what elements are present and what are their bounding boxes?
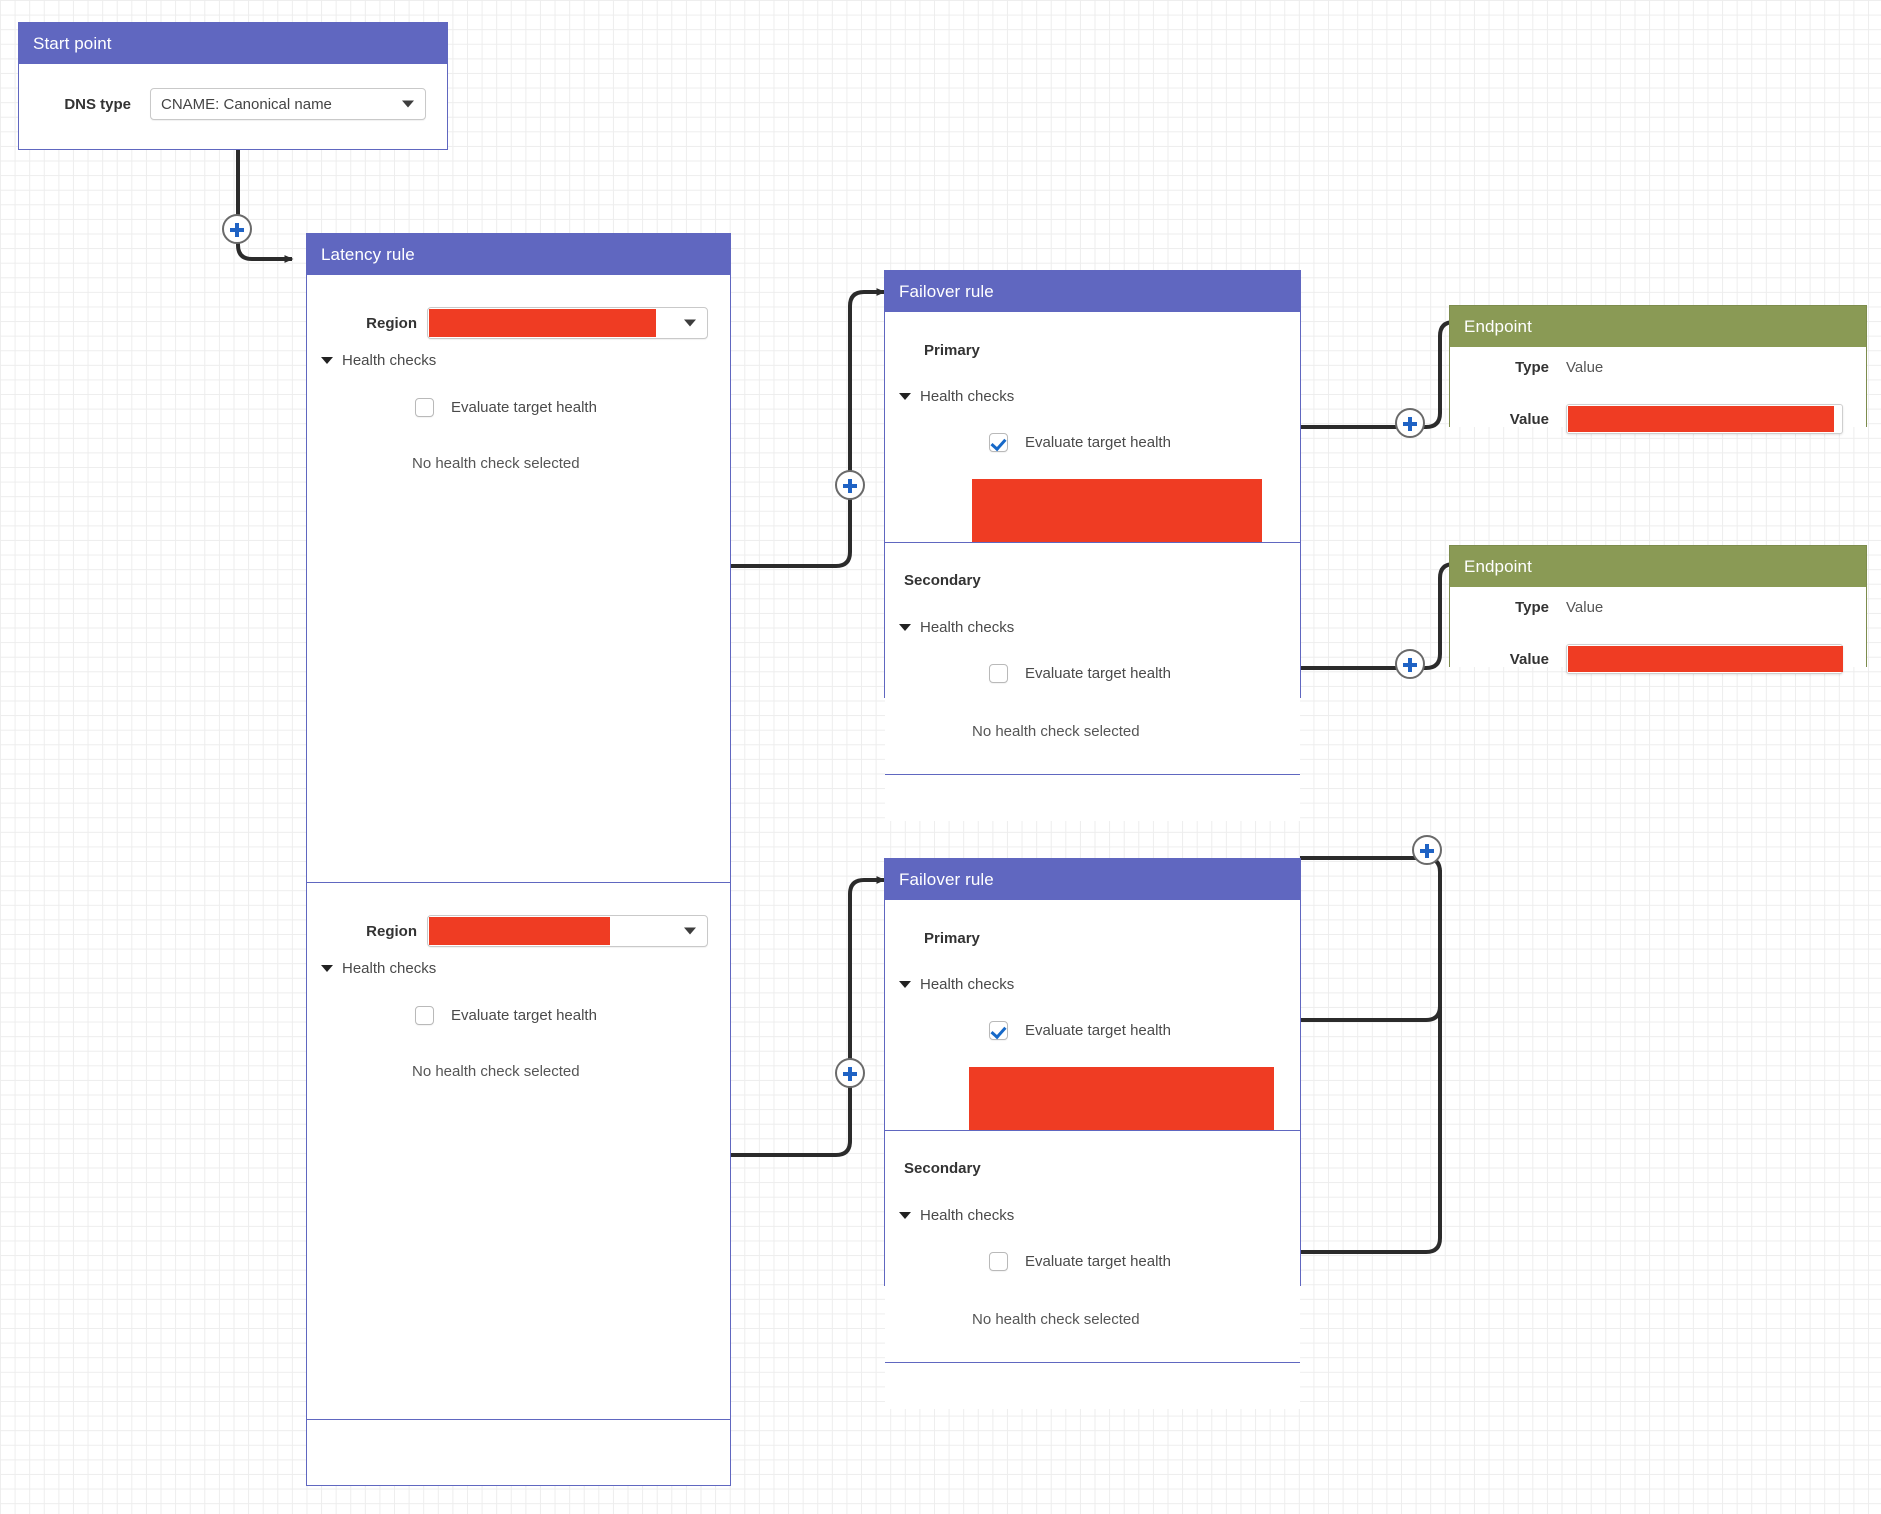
endpoint-value-redaction xyxy=(1568,406,1834,432)
caret-down-icon xyxy=(899,624,911,631)
health-checks-label: Health checks xyxy=(920,976,1015,993)
latency-entry-2[interactable]: Region Health checks Evaluate target hea… xyxy=(307,882,730,1419)
node-start-point[interactable]: Start point DNS type CNAME: Canonical na… xyxy=(18,22,448,150)
node-endpoint-bottom[interactable]: Endpoint Type Value Value xyxy=(1449,545,1867,674)
start-point-title: Start point xyxy=(19,23,447,64)
failover-secondary-section[interactable]: Secondary Health checks Evaluate target … xyxy=(885,1130,1300,1362)
no-health-check-text: No health check selected xyxy=(412,455,580,472)
dns-type-select[interactable]: CNAME: Canonical name xyxy=(150,88,426,120)
health-checks-label: Health checks xyxy=(342,352,437,369)
health-checks-toggle[interactable]: Health checks xyxy=(321,352,436,369)
endpoint-title: Endpoint xyxy=(1450,306,1866,347)
failover-secondary-section[interactable]: Secondary Health checks Evaluate target … xyxy=(885,542,1300,774)
node-endpoint-top[interactable]: Endpoint Type Value Value xyxy=(1449,305,1867,434)
endpoint-value-input[interactable] xyxy=(1566,404,1843,434)
endpoint-value-label: Value xyxy=(1509,410,1549,428)
health-check-value-redaction xyxy=(972,479,1262,542)
endpoint-value-redaction xyxy=(1568,646,1843,672)
evaluate-target-health-checkbox[interactable] xyxy=(415,1006,434,1025)
region-select[interactable] xyxy=(427,915,708,947)
endpoint-type-label: Type xyxy=(1515,359,1549,376)
chevron-down-icon xyxy=(684,927,696,935)
evaluate-target-health-row[interactable]: Evaluate target health xyxy=(415,1006,597,1025)
evaluate-target-health-row[interactable]: Evaluate target health xyxy=(415,398,597,417)
chevron-down-icon xyxy=(402,100,414,108)
evaluate-target-health-label: Evaluate target health xyxy=(1025,1022,1171,1039)
evaluate-target-health-checkbox[interactable] xyxy=(989,1021,1008,1040)
evaluate-target-health-row[interactable]: Evaluate target health xyxy=(989,664,1171,683)
primary-label: Primary xyxy=(924,930,980,947)
dns-type-label: DNS type xyxy=(64,95,131,113)
evaluate-target-health-row[interactable]: Evaluate target health xyxy=(989,433,1171,452)
failover-primary-section[interactable]: Primary Health checks Evaluate target he… xyxy=(885,312,1300,542)
node-failover-rule-bottom[interactable]: Failover rule Primary Health checks Eval… xyxy=(884,858,1301,1409)
failover-rule-footer[interactable] xyxy=(885,774,1300,821)
evaluate-target-health-label: Evaluate target health xyxy=(1025,1253,1171,1270)
endpoint-value-input[interactable] xyxy=(1566,644,1843,674)
latency-rule-footer[interactable] xyxy=(307,1419,730,1479)
endpoint-title: Endpoint xyxy=(1450,546,1866,587)
failover-rule-title: Failover rule xyxy=(885,859,1300,900)
chevron-down-icon xyxy=(684,319,696,327)
caret-down-icon xyxy=(899,393,911,400)
endpoint-type-value: Value xyxy=(1566,599,1604,616)
dns-type-value: CNAME: Canonical name xyxy=(161,95,332,113)
primary-label: Primary xyxy=(924,342,980,359)
latency-entry-1[interactable]: Region Health checks Evaluate target hea… xyxy=(307,275,730,882)
secondary-label: Secondary xyxy=(904,572,981,589)
add-before-endpoint-top[interactable] xyxy=(1395,408,1425,438)
caret-down-icon xyxy=(321,965,333,972)
region-label: Region xyxy=(366,922,417,940)
endpoint-value-label: Value xyxy=(1509,650,1549,668)
evaluate-target-health-row[interactable]: Evaluate target health xyxy=(989,1252,1171,1271)
no-health-check-text: No health check selected xyxy=(972,723,1140,740)
evaluate-target-health-row[interactable]: Evaluate target health xyxy=(989,1021,1171,1040)
evaluate-target-health-checkbox[interactable] xyxy=(989,433,1008,452)
evaluate-target-health-label: Evaluate target health xyxy=(451,1007,597,1024)
caret-down-icon xyxy=(899,1212,911,1219)
add-after-latency-entry-1[interactable] xyxy=(835,470,865,500)
add-after-latency-entry-2[interactable] xyxy=(835,1058,865,1088)
add-after-start-point[interactable] xyxy=(222,214,252,244)
evaluate-target-health-label: Evaluate target health xyxy=(1025,665,1171,682)
health-checks-toggle[interactable]: Health checks xyxy=(899,619,1014,636)
region-value-redaction xyxy=(429,309,656,337)
health-check-value-redaction xyxy=(969,1067,1274,1133)
no-health-check-text: No health check selected xyxy=(972,1311,1140,1328)
failover-rule-title: Failover rule xyxy=(885,271,1300,312)
node-latency-rule[interactable]: Latency rule Region Health checks Evalua… xyxy=(306,233,731,1486)
health-checks-label: Health checks xyxy=(920,388,1015,405)
add-before-endpoint-bottom[interactable] xyxy=(1395,649,1425,679)
health-checks-toggle[interactable]: Health checks xyxy=(321,960,436,977)
health-checks-label: Health checks xyxy=(920,1207,1015,1224)
node-failover-rule-top[interactable]: Failover rule Primary Health checks Eval… xyxy=(884,270,1301,821)
evaluate-target-health-label: Evaluate target health xyxy=(451,399,597,416)
caret-down-icon xyxy=(899,981,911,988)
latency-rule-title: Latency rule xyxy=(307,234,730,275)
failover-primary-section[interactable]: Primary Health checks Evaluate target he… xyxy=(885,900,1300,1133)
region-value-redaction xyxy=(429,917,610,945)
secondary-label: Secondary xyxy=(904,1160,981,1177)
no-health-check-text: No health check selected xyxy=(412,1063,580,1080)
health-checks-label: Health checks xyxy=(342,960,437,977)
endpoint-type-value: Value xyxy=(1566,359,1604,376)
health-checks-label: Health checks xyxy=(920,619,1015,636)
health-checks-toggle[interactable]: Health checks xyxy=(899,976,1014,993)
evaluate-target-health-checkbox[interactable] xyxy=(989,1252,1008,1271)
endpoint-type-label: Type xyxy=(1515,599,1549,616)
health-checks-toggle[interactable]: Health checks xyxy=(899,1207,1014,1224)
evaluate-target-health-checkbox[interactable] xyxy=(989,664,1008,683)
caret-down-icon xyxy=(321,357,333,364)
region-select[interactable] xyxy=(427,307,708,339)
failover-rule-footer[interactable] xyxy=(885,1362,1300,1409)
evaluate-target-health-checkbox[interactable] xyxy=(415,398,434,417)
evaluate-target-health-label: Evaluate target health xyxy=(1025,434,1171,451)
region-label: Region xyxy=(366,314,417,332)
add-failover-bottom-branch[interactable] xyxy=(1412,835,1442,865)
health-checks-toggle[interactable]: Health checks xyxy=(899,388,1014,405)
